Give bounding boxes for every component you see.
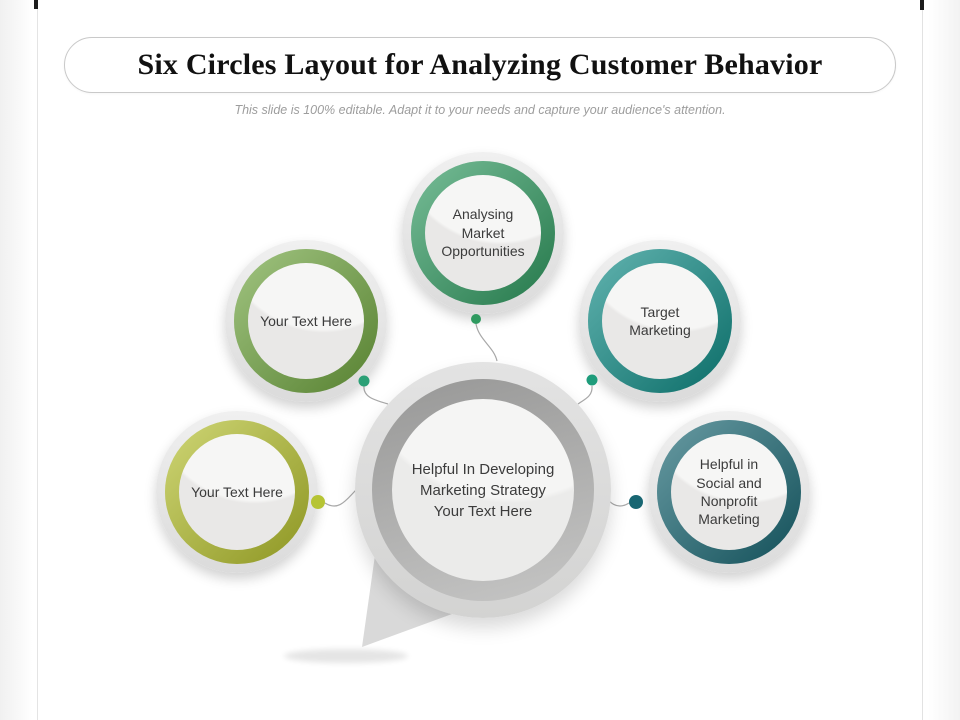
- circle-center-inner: Helpful In Developing Marketing Strategy…: [392, 399, 574, 581]
- circle-helpful-social-nonprofit-marketing[interactable]: Helpful in Social and Nonprofit Marketin…: [648, 411, 810, 573]
- circle-upper-right-inner: Target Marketing: [602, 263, 718, 379]
- six-circles-diagram: Helpful In Developing Marketing Strategy…: [0, 130, 960, 720]
- circle-your-text-here-lower-left[interactable]: Your Text Here: [156, 411, 318, 573]
- circle-lower-left-inner: Your Text Here: [179, 434, 295, 550]
- circle-target-marketing[interactable]: Target Marketing: [579, 240, 741, 402]
- circle-top-inner: Analysing Market Opportunities: [425, 175, 541, 291]
- circle-upper-right-label: Target Marketing: [629, 303, 691, 338]
- circle-top-label: Analysing Market Opportunities: [441, 206, 525, 260]
- circle-lower-left-label: Your Text Here: [191, 483, 283, 500]
- circle-center-bubble[interactable]: Helpful In Developing Marketing Strategy…: [355, 362, 611, 618]
- circle-lower-left-ring: Your Text Here: [165, 420, 309, 564]
- circle-top-ring: Analysing Market Opportunities: [411, 161, 555, 305]
- circle-center-ring: Helpful In Developing Marketing Strategy…: [372, 379, 594, 601]
- connector-curve-upper-left: [363, 385, 389, 405]
- circle-upper-left-inner: Your Text Here: [248, 263, 364, 379]
- circle-lower-right-inner: Helpful in Social and Nonprofit Marketin…: [671, 434, 787, 550]
- connector-curve-top: [475, 323, 498, 362]
- circle-upper-right-ring: Target Marketing: [588, 249, 732, 393]
- circle-lower-right-ring: Helpful in Social and Nonprofit Marketin…: [657, 420, 801, 564]
- circle-upper-left-label: Your Text Here: [260, 312, 352, 329]
- connector-dot-lower-right: [629, 495, 643, 509]
- slide-subtitle: This slide is 100% editable. Adapt it to…: [234, 103, 726, 117]
- connector-dot-upper-right: [586, 374, 598, 386]
- connector-curve-upper-right: [577, 385, 593, 405]
- tail-shadow: [284, 649, 408, 663]
- circle-center-label: Helpful In Developing Marketing Strategy…: [411, 460, 555, 520]
- top-left-crop-mark: [34, 0, 38, 9]
- top-right-crop-mark: [920, 0, 924, 10]
- slide-title: Six Circles Layout for Analyzing Custome…: [137, 48, 823, 81]
- circle-upper-left-ring: Your Text Here: [234, 249, 378, 393]
- circle-analysing-market-opportunities[interactable]: Analysing Market Opportunities: [402, 152, 564, 314]
- circle-lower-right-label: Helpful in Social and Nonprofit Marketin…: [696, 456, 762, 528]
- slide-title-box[interactable]: Six Circles Layout for Analyzing Custome…: [64, 37, 896, 93]
- connector-curve-lower-left: [324, 489, 357, 507]
- circle-your-text-here-upper-left[interactable]: Your Text Here: [225, 240, 387, 402]
- connector-dot-top: [471, 314, 481, 324]
